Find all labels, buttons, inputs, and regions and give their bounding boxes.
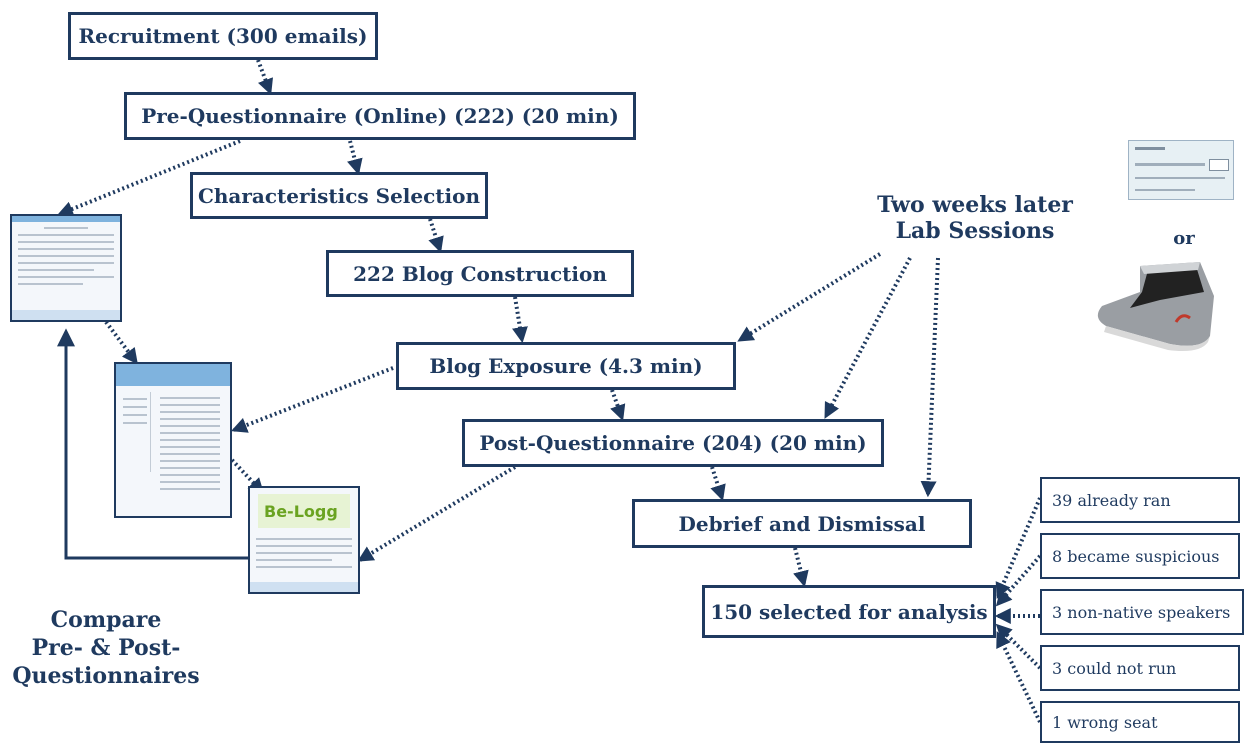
arrow-ex1-selected [995,497,1042,599]
arrow-debrief-selected [793,547,809,588]
two-weeks-line1: Two weeks later [877,192,1073,218]
arrow-post-debrief [710,466,726,502]
blog-thumbnail [114,362,232,518]
recruitment-box: Recruitment (300 emails) [68,12,378,60]
exclusion-non-native: 3 non-native speakers [1040,589,1244,635]
blog-exposure-box: Blog Exposure (4.3 min) [396,342,736,390]
arrow-exposure-thumb2 [231,366,394,433]
arrow-lab-exposure [737,252,882,342]
post-questionnaire-box: Post-Questionnaire (204) (20 min) [462,419,884,467]
pre-questionnaire-box: Pre-Questionnaire (Online) (222) (20 min… [124,92,636,140]
blog-construction-box: 222 Blog Construction [326,250,634,297]
arrow-lab-debrief [920,257,940,498]
pre-questionnaire-thumbnail [10,214,122,322]
sock-image [1097,262,1214,351]
two-weeks-line2: Lab Sessions [895,218,1055,244]
selected-box: 150 selected for analysis [702,585,996,638]
arrow-post-thumb3 [357,465,517,562]
compare-line1: Compare [50,607,162,633]
compare-line3: Questionnaires [12,663,200,689]
arrow-lab-post [824,257,912,419]
arrow-compare-loop [57,328,248,560]
compare-label: Compare Pre- & Post- Questionnaires [8,606,204,690]
or-label: or [1173,228,1195,249]
arrow-pre-char [347,140,363,176]
arrow-exposure-post [610,389,626,422]
arrow-ex2-selected [995,554,1042,607]
arrow-ex4-selected [995,623,1042,670]
exclusion-wrong-seat: 1 wrong seat [1040,701,1240,743]
arrow-thumb1-thumb2 [104,320,138,365]
exclusion-already-ran: 39 already ran [1040,477,1240,523]
compare-line2: Pre- & Post- [31,635,181,661]
post-questionnaire-thumbnail: Be-Logg [248,486,360,594]
exclusion-could-not-run: 3 could not run [1040,645,1240,691]
arrow-construct-exposure [512,296,528,344]
two-weeks-later-label: Two weeks later Lab Sessions [860,192,1090,244]
arrow-ex5-selected [996,631,1042,723]
blog-logo-text: Be-Logg [264,502,338,521]
arrow-char-construct [428,218,444,254]
characteristics-selection-box: Characteristics Selection [190,172,488,219]
arrow-pre-thumb1 [57,139,241,217]
debrief-box: Debrief and Dismissal [632,499,972,548]
exclusion-suspicious: 8 became suspicious [1040,533,1240,579]
check-image [1128,140,1234,200]
arrow-recruit-pre [256,59,273,95]
